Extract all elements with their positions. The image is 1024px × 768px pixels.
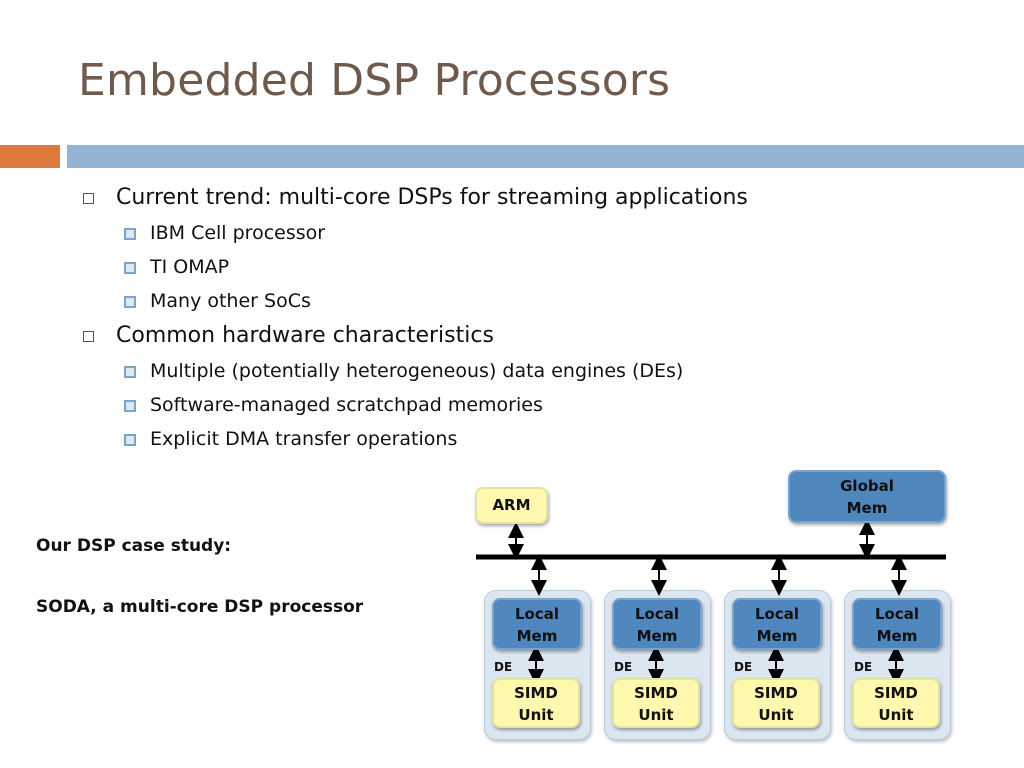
local-mem-label-line1: Local bbox=[754, 605, 800, 623]
simd-label-line2: Unit bbox=[878, 706, 914, 724]
bullet-text: Current trend: multi-core DSPs for strea… bbox=[116, 185, 748, 210]
arm-node: ARM bbox=[475, 487, 548, 524]
sub-bullet-text: Many other SoCs bbox=[150, 290, 311, 312]
sub-bullet-text: Software-managed scratchpad memories bbox=[150, 394, 543, 416]
simd-unit-node: SIMD Unit bbox=[732, 678, 820, 728]
sub-bullet-text: TI OMAP bbox=[150, 256, 230, 278]
local-mem-label-line2: Mem bbox=[876, 627, 918, 645]
sub-bullet-text: IBM Cell processor bbox=[150, 222, 326, 244]
local-mem-label-line2: Mem bbox=[516, 627, 558, 645]
sub-bullet-item: Explicit DMA transfer operations bbox=[80, 422, 980, 456]
simd-label-line1: SIMD bbox=[634, 684, 678, 702]
accent-bar-blue bbox=[67, 145, 1024, 168]
diagram-connectors bbox=[476, 519, 946, 685]
bullet-item: Current trend: multi-core DSPs for strea… bbox=[80, 180, 980, 216]
simd-label-line1: SIMD bbox=[754, 684, 798, 702]
simd-label-line2: Unit bbox=[638, 706, 674, 724]
simd-unit-node: SIMD Unit bbox=[852, 678, 940, 728]
case-study-text: SODA, a multi-core DSP processor bbox=[36, 597, 364, 617]
square-bullet-icon bbox=[124, 262, 136, 274]
sub-bullet-item: TI OMAP bbox=[80, 250, 980, 284]
arm-label: ARM bbox=[492, 496, 531, 514]
square-bullet-icon bbox=[124, 400, 136, 412]
local-mem-label-line1: Local bbox=[514, 605, 560, 623]
sub-bullet-item: Multiple (potentially heterogeneous) dat… bbox=[80, 354, 980, 388]
square-bullet-icon bbox=[124, 434, 136, 446]
local-mem-label-line1: Local bbox=[634, 605, 680, 623]
simd-unit-node: SIMD Unit bbox=[492, 678, 580, 728]
de-label: DE bbox=[854, 660, 873, 674]
slide-title: Embedded DSP Processors bbox=[78, 55, 671, 106]
square-bullet-icon bbox=[124, 296, 136, 308]
de-label: DE bbox=[734, 660, 753, 674]
accent-bar-orange bbox=[0, 145, 60, 168]
sub-bullet-text: Multiple (potentially heterogeneous) dat… bbox=[150, 360, 684, 382]
sub-bullet-item: IBM Cell processor bbox=[80, 216, 980, 250]
sub-bullet-item: Software-managed scratchpad memories bbox=[80, 388, 980, 422]
local-mem-node: Local Mem bbox=[612, 598, 702, 650]
square-bullet-icon bbox=[124, 228, 136, 240]
global-mem-node: Global Mem bbox=[788, 470, 946, 523]
bullet-item: Common hardware characteristics bbox=[80, 318, 980, 354]
local-mem-node: Local Mem bbox=[492, 598, 582, 650]
soda-architecture-diagram: ARM Global Mem Local Mem DE SIMD Unit Lo… bbox=[460, 460, 960, 750]
sub-bullet-item: Many other SoCs bbox=[80, 284, 980, 318]
de-label: DE bbox=[614, 660, 633, 674]
local-mem-label-line1: Local bbox=[874, 605, 920, 623]
simd-unit-node: SIMD Unit bbox=[612, 678, 700, 728]
bullet-text: Common hardware characteristics bbox=[116, 323, 494, 348]
case-study-label: Our DSP case study: bbox=[36, 536, 232, 556]
square-bullet-icon bbox=[83, 193, 94, 204]
global-mem-label-line1: Global bbox=[840, 477, 894, 495]
sub-bullet-text: Explicit DMA transfer operations bbox=[150, 428, 458, 450]
local-mem-label-line2: Mem bbox=[636, 627, 678, 645]
de-label: DE bbox=[494, 660, 513, 674]
square-bullet-icon bbox=[83, 331, 94, 342]
local-mem-node: Local Mem bbox=[732, 598, 822, 650]
bullet-list: Current trend: multi-core DSPs for strea… bbox=[80, 180, 980, 456]
local-mem-node: Local Mem bbox=[852, 598, 942, 650]
simd-label-line2: Unit bbox=[758, 706, 794, 724]
simd-label-line1: SIMD bbox=[874, 684, 918, 702]
simd-label-line1: SIMD bbox=[514, 684, 558, 702]
global-mem-label-line2: Mem bbox=[846, 499, 888, 517]
local-mem-label-line2: Mem bbox=[756, 627, 798, 645]
simd-label-line2: Unit bbox=[518, 706, 554, 724]
square-bullet-icon bbox=[124, 366, 136, 378]
